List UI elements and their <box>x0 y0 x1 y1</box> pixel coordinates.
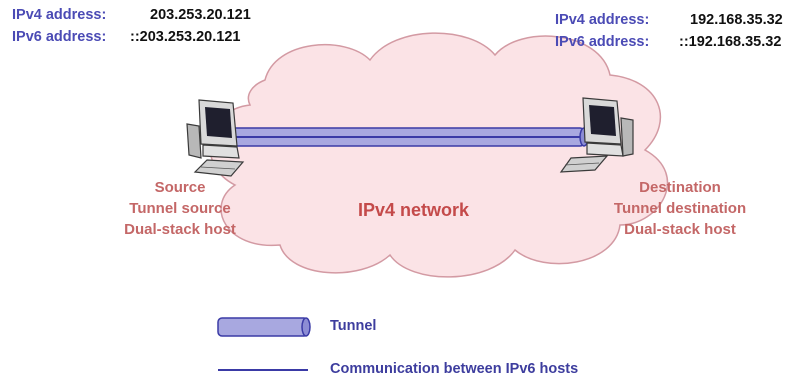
tunnel-pipe <box>231 127 589 147</box>
destination-role-tunnel-destination: Tunnel destination <box>613 200 747 217</box>
destination-role-destination: Destination <box>639 179 721 196</box>
source-ipv4-label: IPv4 address: <box>12 7 107 23</box>
destination-role-dual-stack: Dual-stack host <box>624 221 736 238</box>
source-ipv6-label: IPv6 address: <box>12 29 107 45</box>
ipv4-network-cloud <box>209 32 669 278</box>
source-role-list: Source Tunnel source Dual-stack host <box>90 177 270 240</box>
destination-ipv6-value: ::192.168.35.32 <box>679 34 782 50</box>
source-role-dual-stack: Dual-stack host <box>124 221 236 238</box>
source-role-source: Source <box>154 179 206 196</box>
destination-ipv6-label: IPv6 address: <box>555 34 650 50</box>
source-computer-icon <box>186 99 245 177</box>
source-ipv4-value: 203.253.20.121 <box>150 7 251 23</box>
network-label: IPv4 network <box>358 200 470 220</box>
legend-tunnel-symbol <box>217 317 311 337</box>
destination-computer-icon <box>559 97 634 173</box>
source-ipv6-value: ::203.253.20.121 <box>130 29 241 45</box>
legend-line-label: Communication between IPv6 hosts <box>330 361 579 377</box>
destination-ipv4-value: 192.168.35.32 <box>690 12 783 28</box>
destination-role-list: Destination Tunnel destination Dual-stac… <box>590 177 770 240</box>
source-role-tunnel-source: Tunnel source <box>129 200 231 217</box>
legend-tunnel-label: Tunnel <box>330 318 377 334</box>
destination-ipv4-label: IPv4 address: <box>555 12 650 28</box>
